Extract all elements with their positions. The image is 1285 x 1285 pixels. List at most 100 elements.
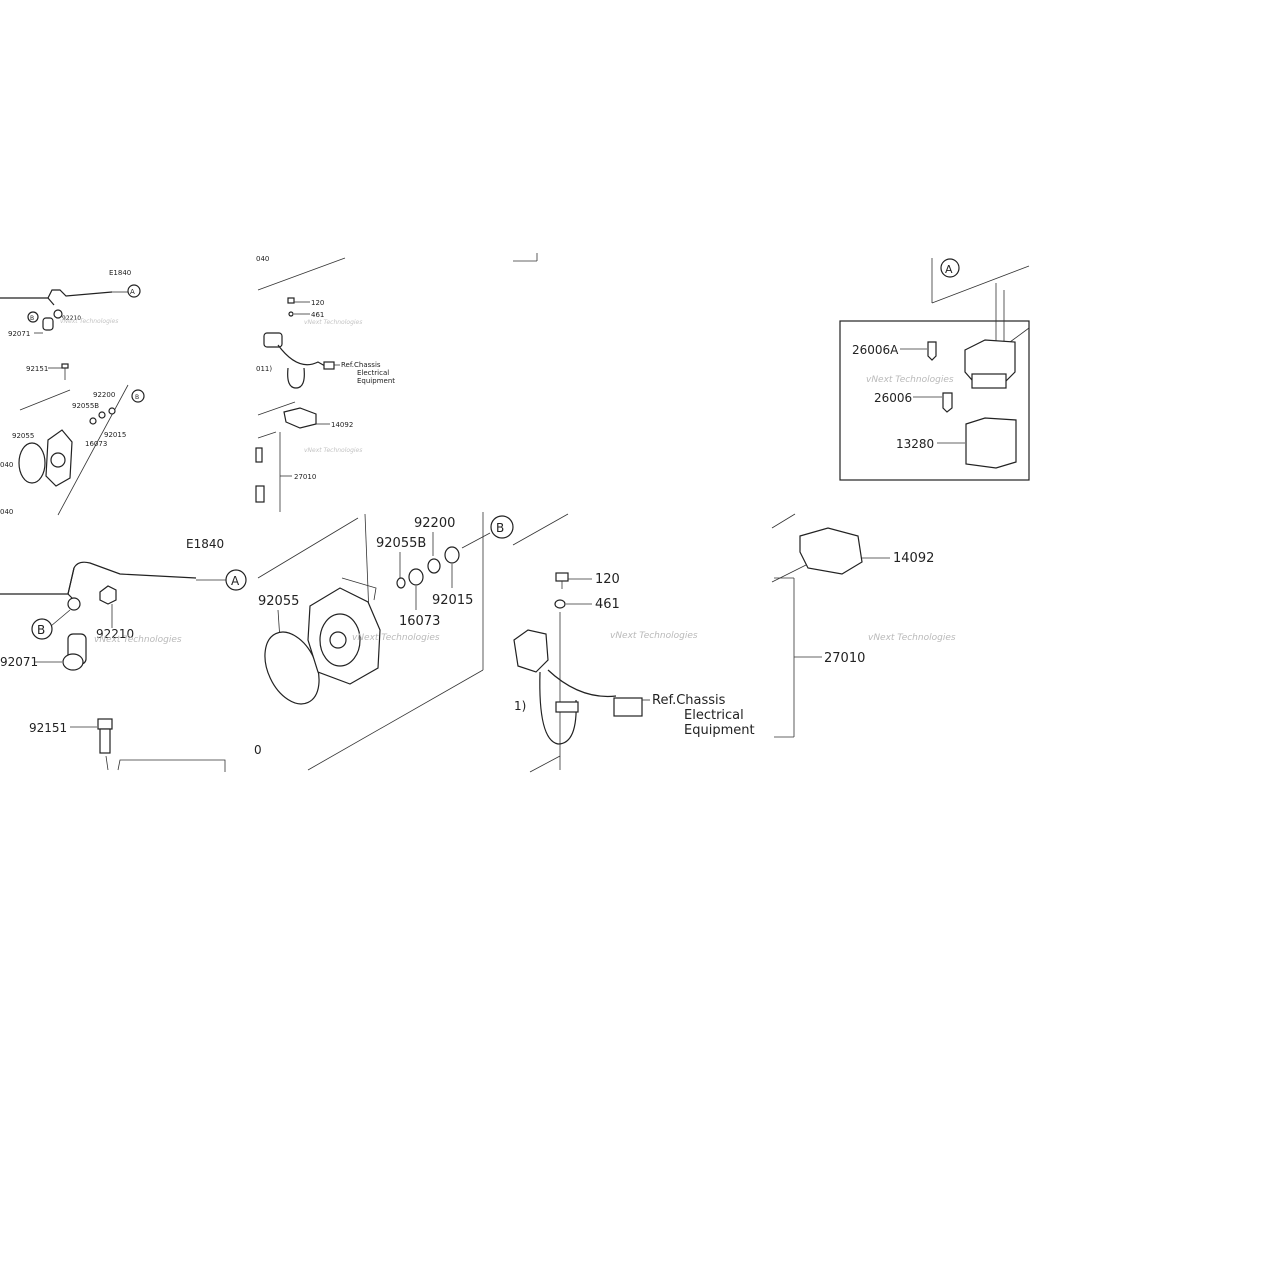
nut-small: [53, 309, 63, 319]
washer2-small: [108, 407, 116, 415]
label-27010-large: 27010: [824, 651, 865, 666]
bushing-16073: [408, 568, 424, 586]
label-92055b-large: 92055B: [376, 536, 426, 551]
label-16073-large: 16073: [399, 614, 440, 629]
bolt-92151-shank: [99, 728, 111, 754]
label-040-small-2: 040: [0, 508, 13, 516]
label-92055-large: 92055: [258, 594, 299, 609]
nut2-small: [89, 417, 97, 425]
left-small-panel: A B 92210 92071 E1840 92151 92200 B 9205…: [0, 269, 145, 516]
left-large-panel: E1840 A B 92210 92071 92151 vNext Techno…: [0, 537, 247, 772]
label-92200-small: 92200: [93, 391, 115, 399]
label-16073-small: 16073: [85, 440, 107, 448]
sensor-large: [513, 629, 549, 673]
code-e1840-large: E1840: [186, 537, 224, 551]
label-27010-small: 27010: [294, 473, 316, 481]
mid-small-panel: 040 120 461 vNext Technologies Ref.Chass…: [255, 253, 538, 512]
cover-14092-large: [799, 527, 863, 575]
callout-a-small: [127, 284, 141, 298]
relay-cover-13280: [965, 417, 1017, 469]
partial-part-small-1: [255, 447, 263, 463]
label-92151-small: 92151: [26, 365, 48, 373]
nut-461-large: [554, 599, 566, 609]
watermark-large-4: vNext Technologies: [868, 633, 956, 643]
oring-small: [18, 442, 46, 484]
cover-hub-small: [50, 452, 66, 468]
label-92151-large: 92151: [29, 721, 67, 735]
callout-b-large: [31, 618, 53, 640]
callout-a-small-text: A: [130, 288, 135, 296]
label-26006a: 26006A: [852, 343, 899, 357]
nut-461-small: [288, 311, 294, 317]
banjo-fitting-small: [42, 317, 54, 331]
far-right-large-panel: 14092 27010 vNext Technologies: [771, 513, 956, 738]
callout-b-center-text: B: [496, 521, 504, 535]
right-box-panel: A 26006A 26006 13280 vNext Technologies: [839, 258, 1030, 481]
oring-92055b: [396, 577, 406, 589]
ref-equipment-small: Equipment: [357, 377, 395, 385]
ref-electrical-small: Electrical: [357, 369, 389, 377]
ref-equipment-large: Equipment: [684, 723, 755, 738]
washer-small: [98, 411, 106, 419]
callout-b2-small-text: B: [135, 394, 139, 401]
watermark-small-2: vNext Technologies: [304, 319, 362, 326]
nut-92015: [444, 546, 460, 564]
label-92071-large: 92071: [0, 655, 38, 669]
connector-large: [613, 697, 643, 717]
bolt-head-small: [61, 363, 69, 369]
label-92071-small: 92071: [8, 330, 30, 338]
label-26006: 26006: [874, 391, 912, 405]
ref-chassis-small: Ref.Chassis: [341, 361, 381, 369]
cover-14092-small: [283, 407, 317, 429]
watermark-large-3: vNext Technologies: [610, 631, 698, 641]
label-92055-small: 92055: [12, 432, 34, 440]
label-120-large: 120: [595, 572, 620, 587]
callout-a-box-text: A: [945, 263, 953, 276]
nut-92210: [99, 585, 117, 605]
label-92015-large: 92015: [432, 593, 473, 608]
washer-92200: [427, 558, 441, 574]
banjo-eye: [62, 653, 84, 671]
connector-small: [323, 361, 335, 370]
code-e1840-small: E1840: [109, 269, 131, 277]
callout-b2-small: [131, 389, 145, 403]
cover-hub: [329, 631, 347, 649]
callout-b-small: [27, 311, 39, 323]
wire-clamp: [555, 701, 579, 713]
watermark-large-1: vNext Technologies: [94, 635, 182, 645]
callout-b-center: [490, 515, 514, 539]
callout-a-large: [225, 569, 247, 591]
fuse-26006a: [927, 341, 937, 361]
fuse-26006: [942, 392, 953, 413]
label-92055b-small: 92055B: [72, 402, 99, 410]
relay-base: [971, 373, 1007, 389]
label-120-small: 120: [311, 299, 324, 307]
bolt-120-large: [555, 572, 569, 582]
label-040-small-1: 040: [0, 461, 13, 469]
box-frame: [839, 320, 1030, 481]
label-92210-large: 92210: [96, 627, 134, 641]
label-92200-large: 92200: [414, 516, 455, 531]
ref-chassis-large: Ref.Chassis: [652, 693, 726, 708]
center-large-panel: B 92200 92015 92055B 16073 92055 0 vNext…: [254, 512, 514, 771]
label-461-large: 461: [595, 597, 620, 612]
label-14092-small: 14092: [331, 421, 353, 429]
watermark-large-2: vNext Technologies: [352, 633, 440, 643]
cut-label-center: 0: [254, 743, 262, 757]
ref-electrical-large: Electrical: [684, 708, 744, 723]
sensor-small: [263, 332, 283, 348]
right-large-panel: 120 461 Ref.Chassis Electrical Equipment…: [512, 513, 755, 773]
label-14092-large: 14092: [893, 551, 934, 566]
label-92210-small: 92210: [62, 315, 81, 322]
partial-part-small-2: [255, 485, 265, 503]
bolt-92151-head: [97, 718, 113, 730]
label-040-mid: 040: [256, 255, 269, 263]
label-011-small: 011): [256, 365, 272, 373]
terminal-ring: [67, 597, 81, 611]
watermark-box: vNext Technologies: [866, 375, 954, 385]
relay-13280-top: [964, 339, 1016, 383]
callout-a-box: [940, 258, 960, 278]
callout-b-small-text: B: [30, 315, 34, 322]
label-13280: 13280: [896, 437, 934, 451]
